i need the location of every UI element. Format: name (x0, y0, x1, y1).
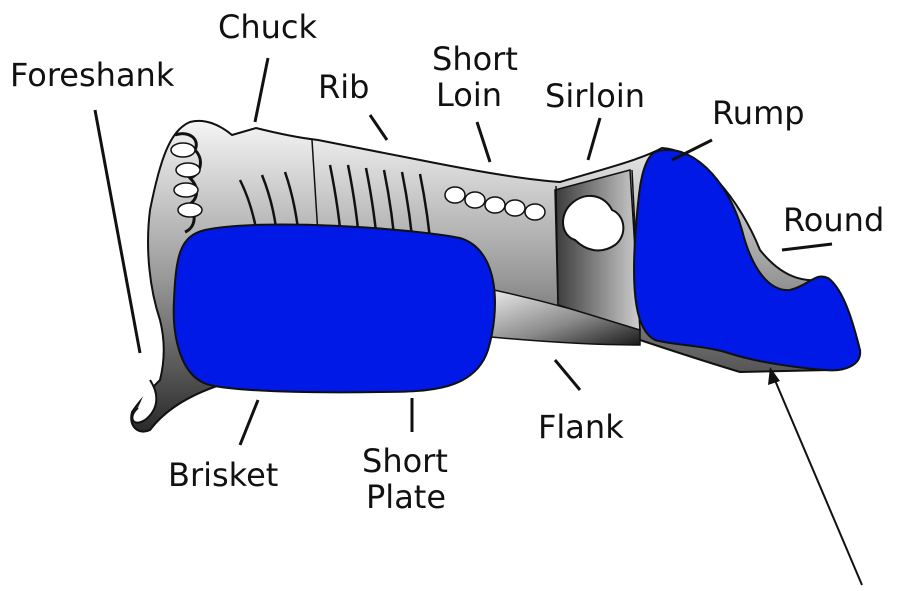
label-flank: Flank (538, 408, 624, 446)
leader-brisket (240, 400, 258, 445)
label-rump: Rump (712, 94, 805, 132)
highlight-rump-round (634, 150, 860, 370)
label-short-plate-line2: Plate (366, 478, 446, 516)
label-chuck: Chuck (218, 8, 318, 46)
label-rib: Rib (318, 68, 369, 106)
leader-flank (555, 360, 580, 390)
label-sirloin: Sirloin (545, 77, 645, 115)
highlight-brisket-plate (174, 225, 495, 393)
label-short-loin-line2: Loin (436, 76, 502, 114)
leader-round (782, 244, 832, 250)
label-short-loin: Short Loin (432, 40, 528, 114)
label-short-loin-line1: Short (432, 40, 518, 78)
leader-short-loin (477, 122, 490, 162)
pointer-arrow (768, 367, 862, 585)
label-short-plate: Short Plate (362, 442, 458, 516)
leader-sirloin (588, 118, 600, 160)
label-round: Round (783, 201, 884, 239)
label-short-plate-line1: Short (362, 442, 448, 480)
leader-rib (370, 115, 387, 140)
label-foreshank: Foreshank (10, 56, 175, 94)
leader-foreshank (95, 110, 140, 353)
leader-chuck (255, 58, 268, 122)
label-brisket: Brisket (168, 456, 278, 494)
